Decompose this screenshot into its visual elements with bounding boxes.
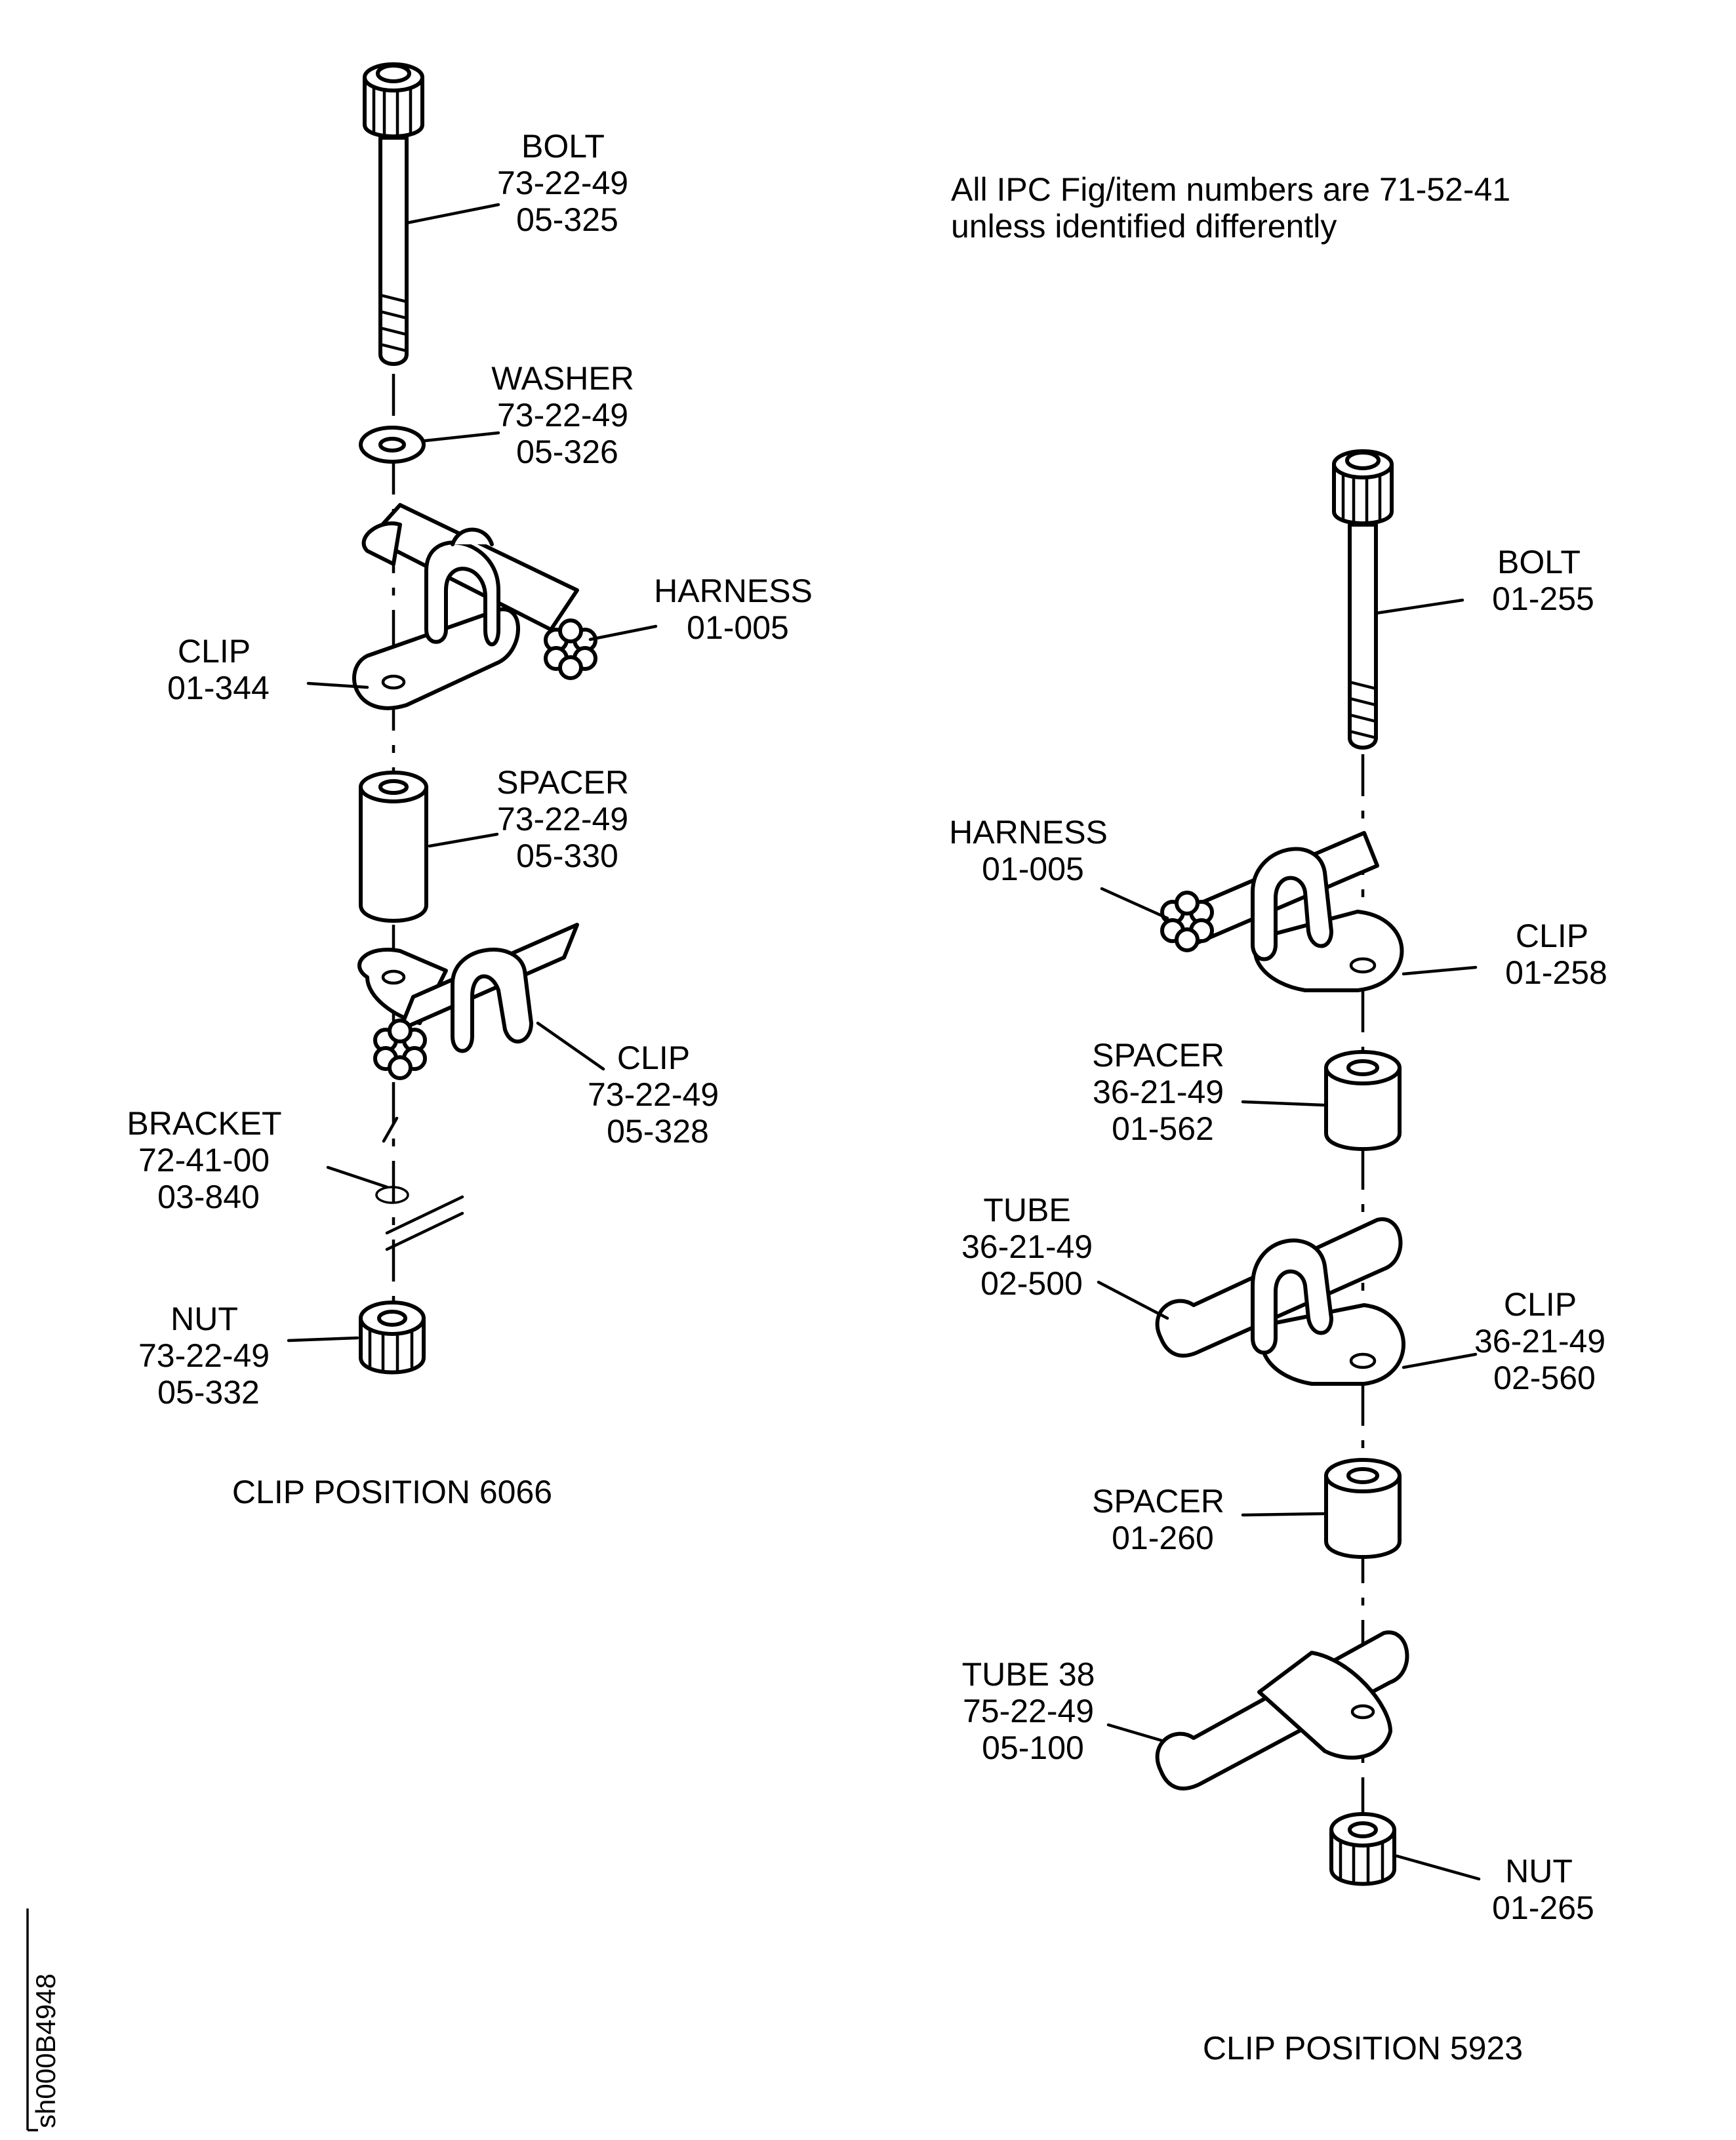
right-bolt — [1334, 451, 1392, 750]
right-tube-a-clip — [1155, 1217, 1405, 1386]
label-left-clip-b: CLIP 73-22-49 05-328 — [588, 1040, 728, 1150]
left-spacer — [361, 773, 426, 921]
left-washer — [359, 426, 426, 464]
label-right-bolt: BOLT 01-255 — [1492, 544, 1594, 617]
label-left-clip-a: CLIP 01-344 — [167, 633, 270, 706]
left-harness-clip-a — [352, 503, 595, 710]
ipc-note: All IPC Fig/item numbers are 71-52-41 un… — [951, 171, 1520, 245]
label-left-washer: WASHER 73-22-49 05-326 — [491, 360, 643, 470]
label-right-spacer-b: SPACER 01-260 — [1092, 1483, 1234, 1556]
label-right-spacer-a: SPACER 36-21-49 01-562 — [1092, 1037, 1234, 1147]
drawing-id: sh000B4948 — [30, 1973, 61, 2128]
caption-left: CLIP POSITION 6066 — [232, 1474, 552, 1510]
caption-right: CLIP POSITION 5923 — [1203, 2030, 1523, 2067]
label-left-nut: NUT 73-22-49 05-332 — [138, 1301, 279, 1411]
left-nut — [361, 1302, 424, 1373]
label-left-harness: HARNESS 01-005 — [654, 573, 822, 646]
right-tube-b-clip — [1155, 1630, 1409, 1791]
right-harness-clip — [1162, 831, 1404, 992]
right-nut — [1331, 1814, 1394, 1884]
label-right-tube-a: TUBE 36-21-49 02-500 — [961, 1192, 1102, 1302]
right-spacer-b — [1326, 1460, 1400, 1557]
label-right-harness: HARNESS 01-005 — [949, 814, 1117, 887]
right-spacer-a — [1326, 1052, 1400, 1149]
label-left-spacer: SPACER 73-22-49 05-330 — [496, 764, 638, 874]
drawing-id-block: sh000B4948 — [26, 1908, 61, 2131]
label-right-clip-a: CLIP 01-258 — [1505, 918, 1607, 991]
left-assembly: BOLT 73-22-49 05-325 WASHER 73-22-49 05-… — [127, 64, 822, 1510]
label-left-bracket: BRACKET 72-41-00 03-840 — [127, 1105, 290, 1215]
left-bracket — [375, 1116, 464, 1251]
label-right-nut: NUT 01-265 — [1492, 1853, 1594, 1926]
label-right-clip-b: CLIP 36-21-49 02-560 — [1474, 1286, 1615, 1396]
label-right-tube-b: TUBE 38 75-22-49 05-100 — [962, 1656, 1104, 1766]
label-left-bolt: BOLT 73-22-49 05-325 — [497, 128, 637, 238]
left-harness-clip-b — [357, 923, 579, 1078]
right-assembly: BOLT 01-255 HARNESS 01-005 CLIP 01-258 S… — [949, 451, 1615, 2067]
left-bolt — [365, 64, 422, 366]
